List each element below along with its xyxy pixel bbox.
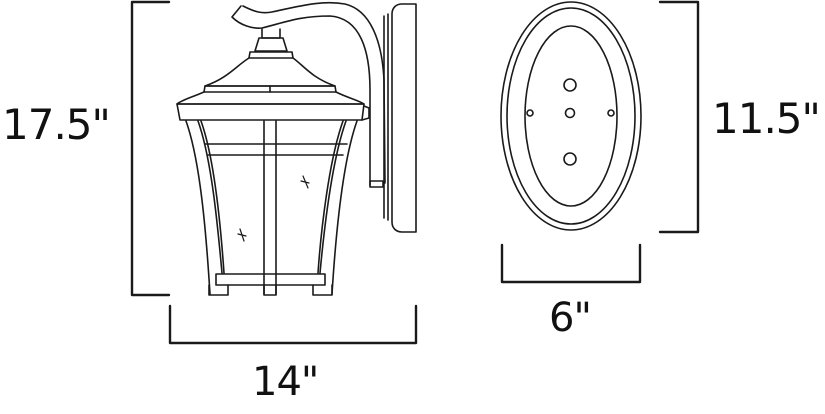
backplate-width-label: 6": [549, 295, 592, 341]
plate-width-bracket: [500, 243, 642, 284]
fixture-width-label: 14": [252, 359, 319, 405]
fixture-height-label: 17.5": [2, 100, 111, 149]
backplate-height-label: 11.5": [712, 94, 821, 143]
plate-height-bracket: [658, 0, 700, 234]
width-bracket: [168, 304, 418, 345]
backplate-oval: [500, 1, 642, 231]
lantern-fixture: [176, 1, 417, 296]
height-bracket: [130, 0, 171, 297]
